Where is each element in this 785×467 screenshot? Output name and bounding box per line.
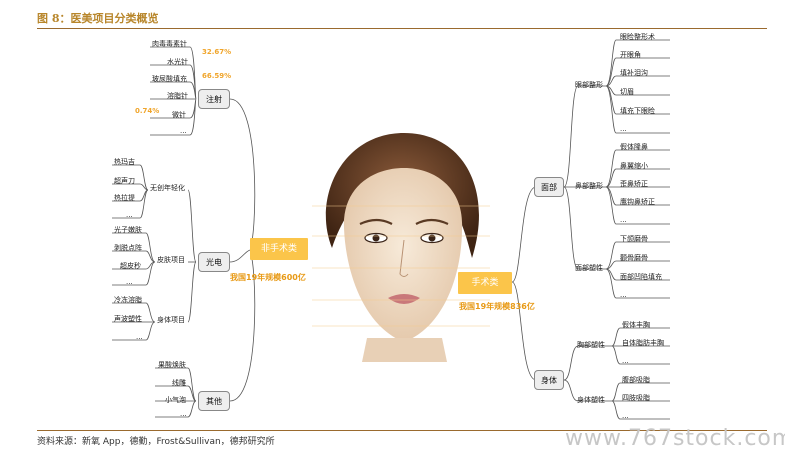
photoelectric-item: ... (126, 211, 133, 219)
injection-item: 溶脂针 (167, 92, 188, 100)
body-node[interactable]: 身体 (534, 370, 564, 390)
photoelectric-group-label: 皮肤项目 (157, 256, 185, 264)
face-item: 面部凹陷填充 (620, 273, 662, 281)
body-group-label: 身体塑性 (577, 396, 605, 404)
other-item: 线雕 (172, 379, 186, 387)
face-item: 眼睑整形术 (620, 33, 655, 41)
face-group-label: 鼻部整形 (575, 182, 603, 190)
photoelectric-item: 超声刀 (114, 177, 135, 185)
injection-item: 微针 (172, 111, 186, 119)
non-surgical-hub[interactable]: 非手术类 (250, 238, 308, 260)
face-item: ... (620, 125, 627, 133)
face-node[interactable]: 面部 (534, 177, 564, 197)
body-item: ... (622, 412, 629, 420)
face-illustration (312, 133, 490, 362)
body-item: 自体脂肪丰胸 (622, 339, 664, 347)
surgical-hub[interactable]: 手术类 (458, 272, 512, 294)
face-item: 鹰钩鼻矫正 (620, 198, 655, 206)
face-group-label: 眼部整形 (575, 81, 603, 89)
photoelectric-node[interactable]: 光电 (198, 252, 230, 272)
face-item: 颧骨磨骨 (620, 254, 648, 262)
surgical-scale: 我国19年规模836亿 (459, 302, 535, 311)
body-item: 腹部吸脂 (622, 376, 650, 384)
share-label: 32.67% (202, 48, 232, 56)
photoelectric-item: ... (136, 333, 143, 341)
body-group-label: 胸部塑性 (577, 341, 605, 349)
photoelectric-item: 剥脱点阵 (114, 244, 142, 252)
other-item: 小气泡 (165, 396, 186, 404)
photoelectric-group-label: 无创年轻化 (150, 184, 185, 192)
face-item: 切眉 (620, 88, 634, 96)
photoelectric-item: 光子嫩肤 (114, 226, 142, 234)
share-label: 0.74% (135, 107, 160, 115)
body-item: ... (622, 357, 629, 365)
body-item: 四肢吸脂 (622, 394, 650, 402)
source-note: 资料来源：新氧 App，德勤，Frost&Sullivan，德邦研究所 (37, 437, 275, 447)
face-item: 开眼角 (620, 51, 641, 59)
watermark: www.767stock.com (565, 426, 785, 451)
face-group-label: 面部塑性 (575, 264, 603, 272)
photoelectric-group-label: 身体项目 (157, 316, 185, 324)
face-item: 填补泪沟 (620, 69, 648, 77)
face-item: ... (620, 291, 627, 299)
face-item: 填充下眼睑 (620, 107, 655, 115)
other-item: ... (180, 410, 187, 418)
injection-item: 玻尿酸填充 (152, 75, 187, 83)
share-label: 66.59% (202, 72, 232, 80)
injection-item: 肉毒毒素针 (152, 40, 187, 48)
photoelectric-item: ... (126, 278, 133, 286)
bottom-rule (37, 430, 767, 431)
face-item: 下颌磨骨 (620, 235, 648, 243)
other-item: 果酸焕肤 (158, 361, 186, 369)
photoelectric-item: 超皮秒 (120, 262, 141, 270)
injection-item: 水光针 (167, 58, 188, 66)
figure-title: 图 8：医美项目分类概览 (37, 12, 159, 25)
body-item: 假体丰胸 (622, 321, 650, 329)
face-item: 假体隆鼻 (620, 143, 648, 151)
photoelectric-item: 声波塑性 (114, 315, 142, 323)
injection-node[interactable]: 注射 (198, 89, 230, 109)
photoelectric-item: 冷冻溶脂 (114, 296, 142, 304)
photoelectric-item: 热拉提 (114, 194, 135, 202)
photoelectric-item: 热玛吉 (114, 158, 135, 166)
face-item: ... (620, 216, 627, 224)
face-item: 鼻翼缩小 (620, 162, 648, 170)
other-node[interactable]: 其他 (198, 391, 230, 411)
injection-item: ... (180, 127, 187, 135)
non-surgical-scale: 我国19年规模600亿 (230, 273, 306, 282)
face-item: 歪鼻矫正 (620, 180, 648, 188)
top-rule (37, 28, 767, 29)
